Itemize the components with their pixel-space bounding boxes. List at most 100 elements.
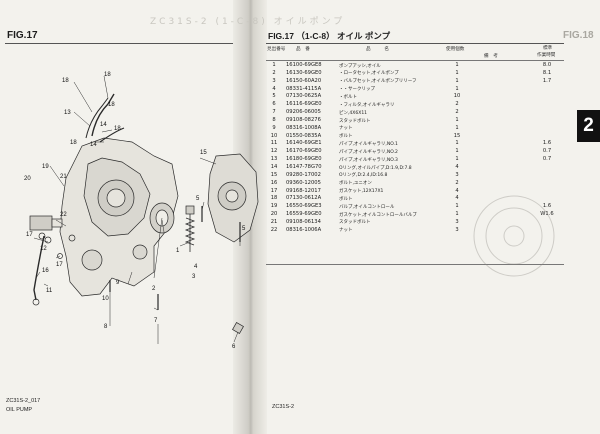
part-name-cell: Oリング,D:2.4,ID:16.8 [339,173,388,179]
section-tab: 2 [577,110,600,142]
ref-cell: 8 [272,116,276,123]
quantity-cell: 4 [455,163,459,170]
labor-time-cell: 0.7 [542,156,552,163]
ref-cell: 21 [270,218,278,225]
part-number-cell: 16147-78G70 [286,163,322,170]
quantity-cell: 1 [455,124,459,131]
footer-code: ZC31S-2_017 [6,398,41,404]
quantity-cell: 3 [455,218,459,225]
callout-1: 1 [176,248,180,254]
quantity-cell: 4 [455,195,459,202]
labor-time-cell: 1.7 [542,77,552,84]
callout-17: 17 [56,262,63,268]
callout-16: 16 [42,268,49,274]
header-part-no: 品 番 [296,47,310,52]
header-time-top: 標準 [543,46,553,51]
labor-time-cell: 1.6 [542,140,552,147]
quantity-cell: 3 [455,171,459,178]
header-qty: 使用個数 [446,47,465,52]
quantity-cell: 1 [455,69,459,76]
ref-cell: 4 [272,85,276,92]
ref-cell: 17 [270,187,278,194]
exploded-parts-diagram: 18 18 13 14 14 18 18 18 15 19 21 20 22 1… [24,72,259,350]
part-name-cell: ・フィルタ,オイルギャラリ [339,102,395,108]
bleed-through-text: ZC31S-2 (1-C-8) オイルポンプ [150,17,346,27]
header-time-bottom: 作業時間 [537,53,556,58]
quantity-cell: 10 [453,93,461,100]
callout-12: 12 [40,246,47,252]
title-rule [266,43,564,44]
part-name-cell: ガスケット,12X17X1 [339,189,384,195]
quantity-cell: 1 [455,116,459,123]
quantity-cell: 2 [455,101,459,108]
part-number-cell: 07130-0612A [286,195,322,202]
callout-10: 10 [102,296,109,302]
part-number-cell: 09168-12017 [286,187,321,194]
quantity-cell: 15 [453,132,461,139]
part-number-cell: 09108-06134 [286,218,321,225]
table-row: 14 16147-78G70 Oリング,オイルパイプ,D:1.9,D:7.8 4 [266,163,564,171]
relief-valve-spring [184,214,196,252]
ref-cell: 7 [272,109,276,116]
part-name-cell: スタッドボルト [339,118,371,124]
ref-cell: 14 [270,163,278,170]
callout-5: 5 [196,196,200,202]
labor-time-cell: 8.1 [542,69,552,76]
part-number-cell: 16180-69GE0 [286,156,322,163]
ref-cell: 11 [270,140,278,147]
part-number-cell: 16100-69GE8 [286,62,322,68]
callout-9: 9 [116,280,120,286]
part-name-cell: ナット [339,228,353,234]
callout-5: 5 [242,226,246,232]
part-name-cell: Oリング,オイルパイプ,D:1.9,D:7.8 [339,165,412,171]
quantity-cell: 1 [455,156,459,163]
table-header: 見出番号 品 番 品 名 使用個数 備 考 標準 作業時間 [266,44,564,61]
callout-19: 19 [42,164,49,170]
callout-21: 21 [60,174,67,180]
bleed-through-diagram [473,195,555,277]
header-remarks: 備 考 [484,54,498,59]
ref-cell: 19 [270,203,278,210]
part-number-cell: 09360-12005 [286,179,321,186]
part-name-cell: ピン,4X6X11 [339,110,368,116]
part-name-cell: ガスケット,オイルコントロールバルブ [339,212,417,218]
part-name-cell: ・ロータセット,オイルポンプ [339,71,399,77]
callout-6: 6 [232,344,236,350]
ref-cell: 12 [270,148,278,155]
part-number-cell: 08316-1008A [286,124,322,131]
callout-3: 3 [192,274,196,280]
part-number-cell: 16170-69GE0 [286,148,322,155]
callout-4: 4 [194,264,198,270]
part-name-cell: ・・サークリップ [339,87,375,93]
part-number-cell: 09108-08276 [286,116,321,123]
part-name-cell: パイプ,オイルギャラリ,NO.3 [339,157,398,163]
quantity-cell: 2 [455,109,459,116]
part-number-cell: 08331-4115A [286,85,322,92]
callout-18: 18 [114,126,121,132]
quantity-cell: 1 [455,77,459,84]
ref-cell: 3 [272,77,276,84]
callout-7: 7 [154,318,158,324]
ref-cell: 5 [272,93,276,100]
part-name-cell: ・ボルト [339,94,357,100]
ref-cell: 15 [270,171,278,178]
part-number-cell: 16559-69GE0 [286,211,322,218]
callout-20: 20 [24,176,31,182]
part-name-cell: ・バルブセット,オイルポンプリリーフ [339,79,417,85]
part-number-cell: 08316-1006A [286,226,322,233]
